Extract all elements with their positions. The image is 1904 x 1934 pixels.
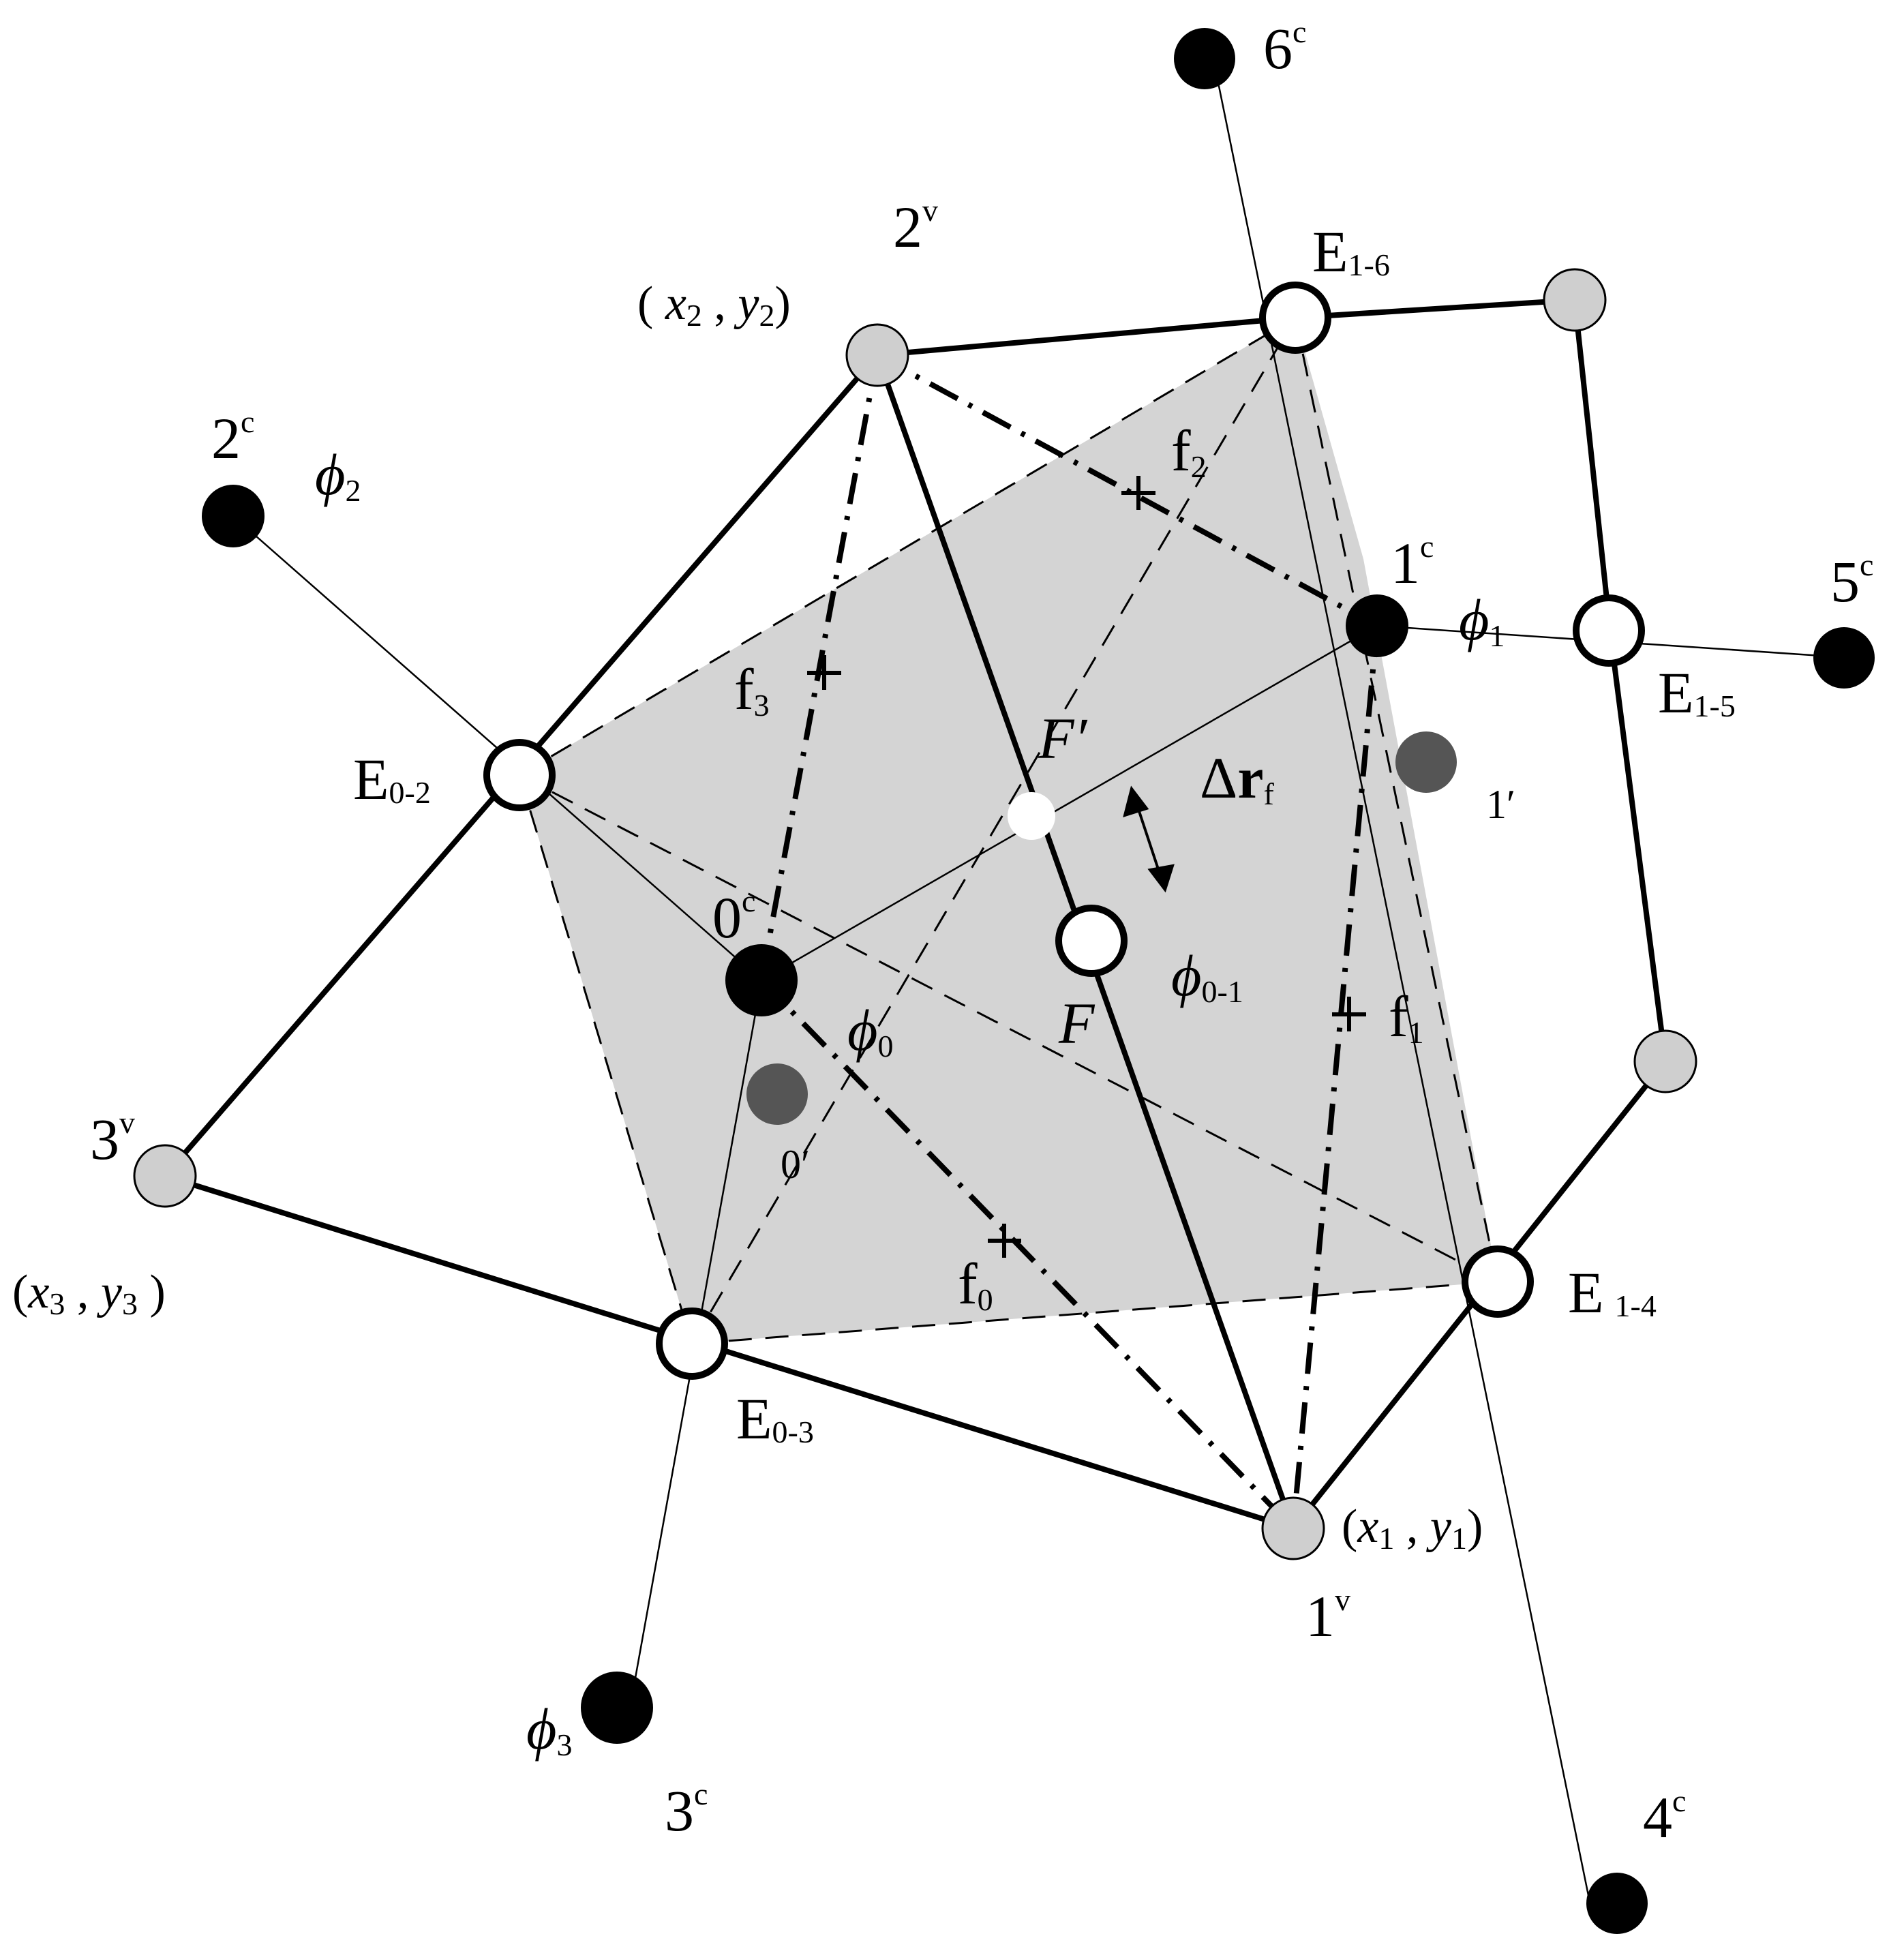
point-F-prime bbox=[1008, 792, 1055, 840]
vertex-1 bbox=[1261, 1496, 1325, 1560]
label-edge-0-2: E0-2 bbox=[353, 746, 431, 812]
label-f1: f1 bbox=[1389, 984, 1424, 1050]
label-edge-1-6: E1-6 bbox=[1312, 219, 1390, 284]
shifted-points bbox=[746, 731, 1457, 1125]
edge-1-4 bbox=[1462, 1245, 1534, 1318]
edge-0-2 bbox=[483, 739, 556, 811]
vertex-3 bbox=[133, 1144, 197, 1208]
label-vertex-3: 3v bbox=[90, 1105, 135, 1172]
label-F-prime: F′ bbox=[1038, 706, 1088, 771]
vertex-ne bbox=[1543, 268, 1607, 332]
label-center-6: 6c bbox=[1263, 14, 1306, 81]
label-f0: f0 bbox=[958, 1251, 993, 1317]
label-center-3: 3c bbox=[665, 1777, 708, 1843]
label-vertex-1: 1v bbox=[1305, 1582, 1350, 1649]
edge-0-3 bbox=[656, 1308, 728, 1380]
label-1-prime: 1′ bbox=[1486, 782, 1515, 827]
label-phi-1: ϕ1 bbox=[1459, 587, 1505, 653]
label-F: F bbox=[1058, 991, 1095, 1056]
label-coord-1: (x1 , y1) bbox=[1342, 1500, 1483, 1556]
label-delta-r: Δrf bbox=[1200, 745, 1274, 811]
label-edge-1-5: E1-5 bbox=[1658, 660, 1736, 725]
dash-dot-lines bbox=[759, 352, 1380, 1530]
edge-points bbox=[483, 282, 1645, 1380]
label-phi-0-1: ϕ0-1 bbox=[1171, 943, 1243, 1009]
center-6 bbox=[1174, 28, 1235, 89]
label-phi-2: ϕ2 bbox=[315, 442, 361, 508]
face-markers bbox=[807, 476, 1366, 1258]
delta-r-arrow bbox=[1123, 785, 1175, 893]
point-F bbox=[1055, 905, 1128, 977]
point-1-prime bbox=[1395, 731, 1457, 793]
label-coord-3: (x3 , y3 ) bbox=[12, 1266, 166, 1321]
label-f3: f3 bbox=[734, 656, 770, 723]
label-f2: f2 bbox=[1171, 418, 1207, 484]
center-3 bbox=[581, 1672, 653, 1744]
vertex-2 bbox=[845, 323, 909, 387]
label-vertex-2: 2v bbox=[893, 193, 938, 260]
center-1 bbox=[1346, 594, 1408, 657]
center-0 bbox=[725, 944, 798, 1016]
label-center-1: 1c bbox=[1391, 529, 1434, 596]
label-center-5: 5c bbox=[1830, 547, 1873, 614]
center-2 bbox=[202, 485, 265, 547]
shaded-dual-cell bbox=[519, 318, 1498, 1344]
center-4 bbox=[1586, 1873, 1648, 1934]
center-5 bbox=[1813, 627, 1875, 689]
label-phi-0: ϕ0 bbox=[847, 997, 894, 1063]
dashed-lines bbox=[518, 316, 1499, 1345]
vertices bbox=[133, 268, 1697, 1560]
label-center-2: 2c bbox=[211, 404, 254, 471]
point-0-prime bbox=[746, 1063, 808, 1125]
label-0-prime: 0′ bbox=[781, 1142, 810, 1187]
vertex-e bbox=[1633, 1029, 1697, 1093]
label-phi-3: ϕ3 bbox=[526, 1696, 573, 1762]
edge-1-5 bbox=[1573, 594, 1645, 667]
label-center-0: 0c bbox=[712, 883, 755, 950]
label-edge-0-3: E0-3 bbox=[736, 1386, 814, 1451]
label-center-4: 4c bbox=[1643, 1783, 1686, 1850]
label-coord-2: ( x2 , y2) bbox=[637, 277, 791, 333]
edge-1-6 bbox=[1259, 282, 1331, 354]
cell-centers bbox=[202, 28, 1875, 1934]
